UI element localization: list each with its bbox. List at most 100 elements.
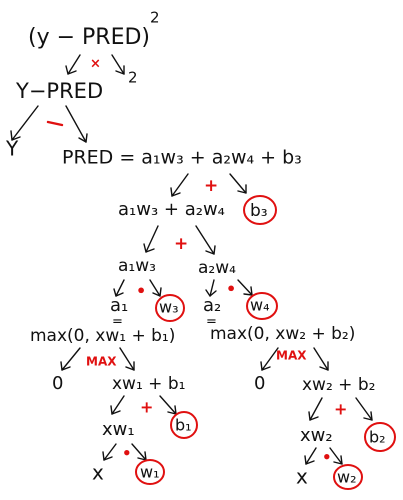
node-b1: b₁	[175, 416, 192, 435]
minus-op-mark	[46, 120, 64, 127]
node-loss-exponent: 2	[150, 9, 160, 27]
highlight-circles	[135, 195, 396, 490]
node-loss: (y − PRED)	[28, 25, 150, 50]
edge-xw2-x-arrowhead	[304, 455, 315, 465]
edge-pred-b3-arrowhead	[237, 184, 247, 194]
node-x-left: x	[92, 461, 104, 485]
node-xw1: xw₁	[102, 419, 135, 440]
edge-sum-a1w3-arrowhead	[143, 243, 155, 253]
edge-xw2-w2	[329, 447, 343, 465]
edge-maxright-sum-arrowhead	[319, 361, 329, 371]
highlight-b2	[364, 422, 396, 452]
edge-diff-y	[11, 105, 39, 141]
edge-sumright-b2	[355, 397, 373, 421]
edge-loss-exp-arrowhead	[115, 65, 125, 75]
highlight-b1	[170, 411, 198, 439]
edge-sumright-b2-arrowhead	[363, 411, 373, 421]
edge-sumright-xw2	[309, 397, 323, 421]
edge-xw1-x-arrowhead	[102, 451, 113, 461]
edge-loss-diff-arrowhead	[65, 65, 77, 75]
edge-sum-a2w4	[195, 225, 215, 255]
node-a1w3: a₁w₃	[118, 256, 156, 276]
op-max-right: MAX	[276, 349, 307, 363]
node-a1: a₁	[110, 295, 128, 316]
op-multiply-a1w3: •	[136, 282, 146, 301]
node-a2-definition: max(0, xw₂ + b₂)	[210, 324, 355, 344]
edge-sumright-xw2-arrowhead	[308, 411, 319, 421]
op-multiply-left: •	[122, 445, 132, 463]
node-a1-definition: max(0, xw₁ + b₁)	[30, 326, 175, 346]
edge-loss-exp	[111, 54, 125, 75]
node-x-right: x	[296, 465, 308, 489]
node-b3: b₃	[250, 201, 268, 221]
edge-sumleft-xw1	[111, 395, 125, 415]
edge-loss-diff	[67, 54, 81, 75]
edge-sum-a2w4-arrowhead	[205, 245, 216, 255]
edge-pred-b3	[229, 173, 247, 194]
edge-sum-a1w3	[145, 225, 159, 253]
highlight-w1	[135, 459, 165, 485]
graph-edges	[10, 54, 373, 465]
highlight-w4	[246, 292, 278, 320]
edge-pred-sum-arrowhead	[170, 187, 181, 197]
edge-maxleft-sum-arrowhead	[125, 361, 135, 371]
op-max-left: MAX	[86, 355, 117, 369]
node-zero-right: 0	[254, 373, 265, 394]
edge-maxleft-sum	[119, 347, 135, 371]
edge-a2w4-w4-arrowhead	[243, 286, 253, 296]
edge-maxright-zero	[261, 347, 279, 371]
op-plus-left: +	[140, 398, 153, 417]
node-w2: w₂	[337, 468, 357, 487]
node-a2w4: a₂w₄	[198, 258, 236, 278]
op-plus-sum: +	[174, 234, 188, 254]
edge-maxright-zero-arrowhead	[260, 361, 271, 371]
node-w1: w₁	[140, 463, 160, 482]
edge-xw2-x	[305, 447, 317, 465]
edge-sumleft-b1	[159, 395, 177, 415]
edge-maxleft-zero	[61, 347, 81, 371]
node-diff: Y−PRED	[15, 79, 103, 103]
node-w4: w₄	[250, 296, 270, 315]
node-xw2-plus-b2: xw₂ + b₂	[302, 375, 375, 395]
node-zero-left: 0	[52, 373, 63, 394]
node-pred: PRED = a₁w₃ + a₂w₄ + b₃	[62, 147, 302, 169]
equals-left: =	[112, 315, 123, 330]
graph-nodes: (y − PRED) 2 Y−PRED 2 Y PRED = a₁w₃ + a₂…	[5, 9, 386, 489]
edge-diff-pred	[65, 105, 87, 143]
edge-maxleft-zero-arrowhead	[60, 361, 71, 371]
op-multiply-a2w4: •	[226, 280, 236, 299]
node-xw1-plus-b1: xw₁ + b₁	[112, 374, 185, 394]
node-sum-products: a₁w₃ + a₂w₄	[118, 199, 225, 220]
highlight-w3	[155, 294, 185, 322]
edge-xw2-w2-arrowhead	[333, 455, 343, 465]
edge-xw1-w1	[131, 443, 147, 461]
equals-right: =	[206, 315, 217, 330]
op-multiply-right: •	[322, 449, 332, 467]
edge-diff-pred-arrowhead	[78, 133, 88, 143]
edge-pred-sum	[171, 173, 189, 197]
edge-xw1-x	[103, 443, 117, 461]
edge-a2w4-a2-arrowhead	[205, 289, 217, 297]
node-a2: a₂	[203, 295, 221, 316]
node-xw2: xw₂	[300, 425, 333, 446]
node-y: Y	[5, 137, 19, 161]
op-multiply-top: ×	[90, 57, 101, 72]
edge-diff-y-arrowhead	[10, 130, 21, 141]
edge-a1w3-w3	[149, 279, 161, 297]
node-exponent: 2	[128, 69, 138, 87]
op-plus-pred: +	[204, 176, 218, 196]
edge-sumleft-xw1-arrowhead	[110, 405, 121, 415]
edge-maxright-sum	[313, 347, 329, 371]
edge-a2w4-w4	[237, 279, 253, 296]
edge-a1w3-w3-arrowhead	[152, 287, 162, 297]
edge-a1w3-a1	[115, 279, 125, 297]
edge-a2w4-a2	[209, 279, 215, 297]
highlight-w2	[333, 464, 363, 490]
node-w3: w₃	[159, 298, 179, 317]
operator-labels: × + + • • MAX MAX + + • •	[86, 57, 347, 467]
node-b2: b₂	[369, 428, 386, 447]
edge-a1w3-a1-arrowhead	[113, 288, 124, 297]
highlight-b3	[243, 195, 277, 225]
